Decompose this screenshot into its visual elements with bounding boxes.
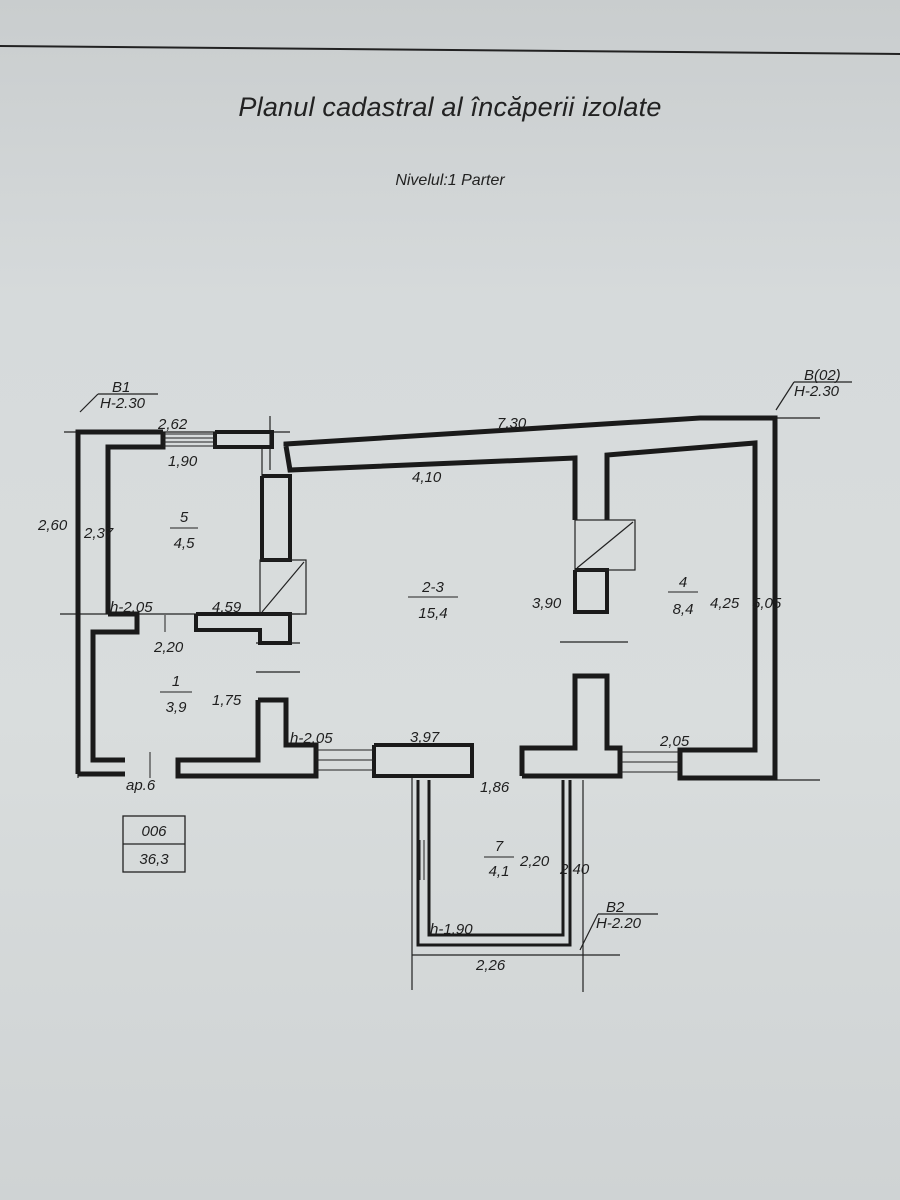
dim-3-97: 3,97 bbox=[410, 729, 440, 746]
room-2-3-area: 15,4 bbox=[418, 605, 447, 622]
mark-b1-height: H-2.30 bbox=[100, 395, 146, 412]
dim-7-30: 7,30 bbox=[497, 415, 527, 432]
summary-code: 006 bbox=[141, 823, 167, 840]
dim-1-90: 1,90 bbox=[168, 453, 198, 470]
dim-h-2-05-mid: h-2,05 bbox=[290, 730, 333, 747]
dim-2-40: 2,40 bbox=[559, 861, 590, 878]
window-openings bbox=[149, 433, 680, 880]
dim-2-26: 2,26 bbox=[475, 957, 506, 974]
dim-4-25: 4,25 bbox=[710, 595, 740, 612]
mark-b02-height: H-2.30 bbox=[794, 383, 840, 400]
dim-4-59: 4,59 bbox=[212, 599, 242, 616]
chimney-boxes bbox=[259, 519, 636, 615]
summary-box bbox=[122, 815, 186, 873]
plan-title: Planul cadastral al încăperii izolate bbox=[238, 92, 662, 122]
dim-2-60: 2,60 bbox=[37, 517, 68, 534]
dim-2-62: 2,62 bbox=[157, 416, 188, 433]
dim-h-1-90: h-1,90 bbox=[430, 921, 473, 938]
room-fraction-lines bbox=[160, 527, 698, 858]
page-border-line bbox=[0, 45, 900, 55]
dim-1-75: 1,75 bbox=[212, 692, 242, 709]
room-1-number: 1 bbox=[172, 673, 180, 690]
dim-h-2-05-left: h-2,05 bbox=[110, 599, 153, 616]
room-5-area: 4,5 bbox=[174, 535, 196, 552]
dim-2-20-room7: 2,20 bbox=[519, 853, 550, 870]
room-7-area: 4,1 bbox=[489, 863, 510, 880]
dim-2-37: 2,37 bbox=[83, 525, 114, 542]
mark-b1: B1 bbox=[112, 379, 130, 396]
apartment-label: ap.6 bbox=[126, 777, 156, 794]
dim-2-20: 2,20 bbox=[153, 639, 184, 656]
summary-area: 36,3 bbox=[139, 851, 169, 868]
mark-b2-height: H-2.20 bbox=[596, 915, 642, 932]
level-label: Nivelul:1 Parter bbox=[395, 172, 505, 189]
dim-1-86: 1,86 bbox=[480, 779, 510, 796]
room-2-3-number: 2-3 bbox=[421, 579, 444, 596]
room-7-number: 7 bbox=[495, 838, 504, 855]
dim-5-05: 5,05 bbox=[752, 595, 782, 612]
room-5-number: 5 bbox=[180, 509, 189, 526]
dim-2-05-right: 2,05 bbox=[659, 733, 690, 750]
room-4-area: 8,4 bbox=[673, 601, 694, 618]
dim-4-10: 4,10 bbox=[412, 469, 442, 486]
room-4-number: 4 bbox=[679, 574, 687, 591]
mark-b02: B(02) bbox=[804, 367, 841, 384]
dim-3-90: 3,90 bbox=[532, 595, 562, 612]
room-1-area: 3,9 bbox=[166, 699, 188, 716]
walls bbox=[75, 415, 778, 947]
mark-b2: B2 bbox=[606, 899, 625, 916]
